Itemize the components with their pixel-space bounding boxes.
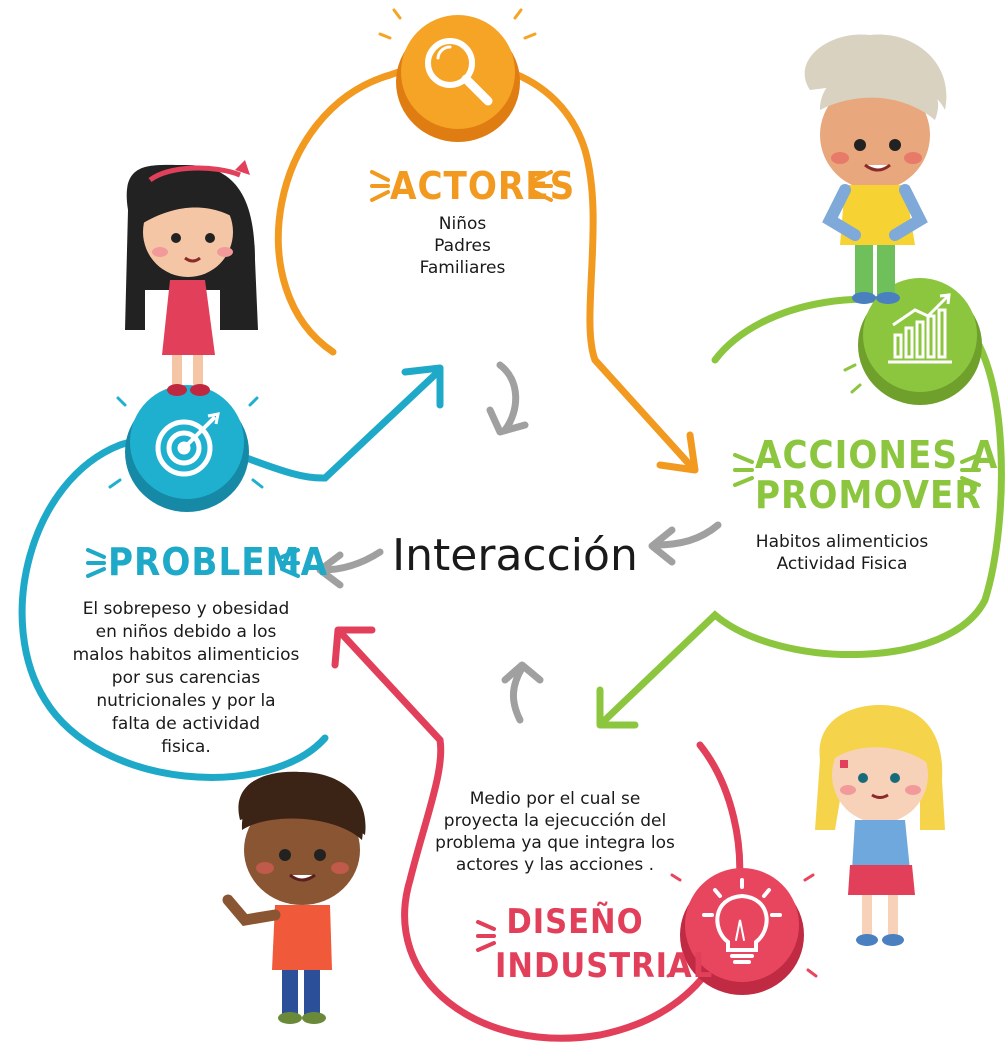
actores-title-deco (370, 170, 553, 202)
gray-arrow-bottom-head (501, 661, 544, 684)
lightbulb-icon (702, 878, 782, 964)
gray-arrow-top-head (486, 406, 529, 436)
acciones-title: ACCIONES A PROMOVER (755, 433, 999, 517)
diseno-title-line2: INDUSTRIAL (495, 946, 714, 986)
problema-line: nutricionales y por la (96, 691, 276, 711)
actores-line: Padres (434, 236, 491, 256)
problema-line: por sus carencias (111, 668, 261, 688)
diseno-description: Medio por el cual se proyecta la ejecucc… (420, 788, 690, 876)
diseno-line: Medio por el cual se (469, 789, 641, 809)
center-label: Interacción (392, 530, 638, 581)
boy-yellow-shirt-illustration (804, 34, 947, 304)
problema-badge (108, 385, 264, 512)
acciones-loop (601, 295, 1005, 724)
acciones-arrowhead (596, 686, 639, 729)
problema-arrowhead (401, 364, 444, 409)
gray-arrow-right (651, 521, 722, 549)
gray-arrow-bottom (510, 664, 526, 724)
problema-line: El sobrepeso y obesidad (82, 599, 290, 619)
problema-description: El sobrepeso y obesidad en niños debido … (55, 598, 317, 759)
girl-red-dress-illustration (125, 160, 258, 396)
problema-line: malos habitos alimenticios (72, 645, 300, 665)
diseno-title: DISEÑO INDUSTRIAL (495, 900, 714, 988)
gray-arrow-top (496, 361, 520, 434)
acciones-description: Habitos alimenticios Actividad Fisica (732, 531, 952, 575)
actores-badge (378, 8, 537, 142)
acciones-title-line1: ACCIONES A (755, 433, 999, 477)
acciones-title-deco (733, 453, 981, 487)
gray-arrow-right-head (648, 526, 676, 566)
problema-line: falta de actividad (111, 714, 261, 734)
gray-arrow-left-head (316, 551, 344, 589)
acciones-line: Actividad Fisica (776, 554, 908, 574)
girl-blonde-illustration (815, 705, 945, 946)
acciones-title-line2: PROMOVER (755, 473, 982, 517)
diseno-line: actores y las acciones . (455, 855, 655, 875)
problema-line: en niños debido a los (95, 622, 277, 642)
diseno-line: proyecta la ejecucción del (443, 811, 667, 831)
diseno-line: problema ya que integra los (435, 833, 675, 853)
problema-title-deco (86, 548, 300, 578)
target-icon (155, 412, 220, 477)
problema-title: PROBLEMA (108, 540, 329, 584)
gray-arrow-left (318, 548, 384, 574)
actores-description: Niños Padres Familiares (380, 213, 545, 279)
growth-chart-icon (888, 293, 952, 364)
boy-orange-shirt-illustration (222, 771, 366, 1024)
diseno-arrowhead (331, 626, 376, 669)
diseno-title-line1: DISEÑO (506, 902, 644, 942)
actores-title: ACTORES (390, 164, 576, 208)
acciones-badge (843, 278, 982, 405)
actores-line: Familiares (419, 258, 506, 278)
problema-line: fisica. (161, 737, 211, 757)
diseno-badge (666, 868, 818, 995)
gray-arrows (316, 361, 722, 724)
magnifier-icon (425, 38, 493, 106)
actores-line: Niños (438, 214, 487, 234)
acciones-line: Habitos alimenticios (755, 532, 929, 552)
actores-arrowhead (656, 431, 699, 474)
diseno-title-deco (476, 920, 496, 952)
